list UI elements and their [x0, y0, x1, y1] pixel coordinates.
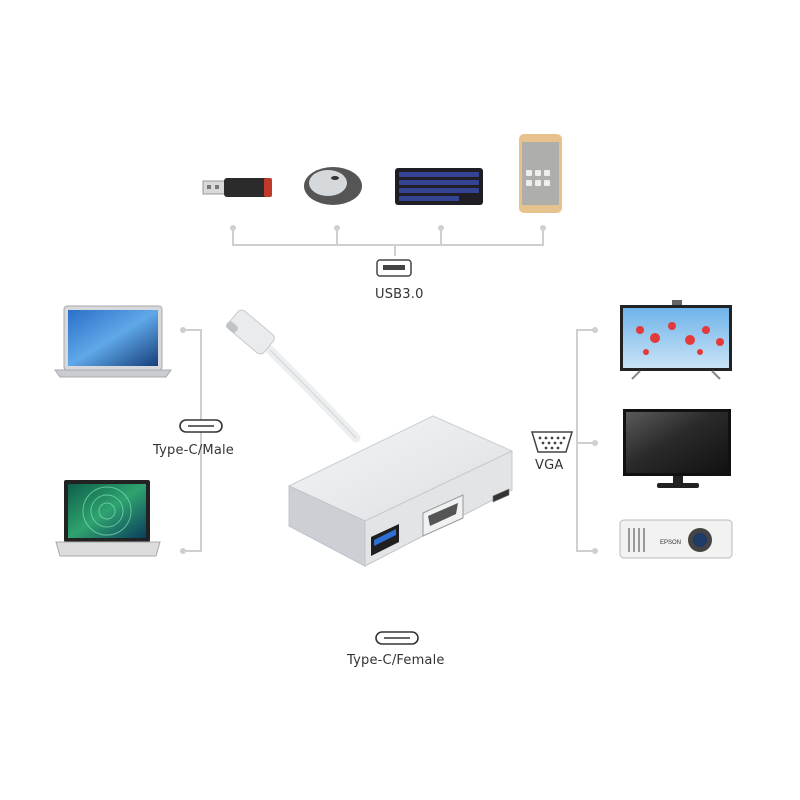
- smartphone-icon: [519, 134, 562, 213]
- typec-female-port-icon: [375, 631, 419, 645]
- typec-female-label: Type-C/Female: [347, 653, 445, 668]
- usb-port-icon: [376, 259, 412, 277]
- adapter-vga-port: [422, 494, 464, 537]
- typec-male-connector-dots: [180, 327, 186, 554]
- vga-label: VGA: [535, 458, 564, 473]
- tv-icon: [620, 300, 732, 380]
- projector-icon: EPSON: [619, 519, 733, 559]
- typec-male-label: Type-C/Male: [153, 443, 234, 458]
- typec-cable: [226, 309, 361, 443]
- vga-connector-dots: [592, 327, 598, 554]
- usb-label: USB3.0: [375, 287, 424, 302]
- vga-port-icon: [530, 431, 574, 453]
- mouse-icon: [304, 167, 362, 205]
- typec-male-connector-lines: [183, 329, 202, 552]
- adapter-body: [287, 415, 514, 567]
- keyboard-icon: [395, 168, 483, 205]
- usb-connector-lines: [232, 228, 544, 256]
- vga-connector-lines: [576, 329, 595, 552]
- projector-brand: EPSON: [660, 540, 681, 546]
- adapter-typec-port: [492, 488, 510, 503]
- laptop-peacock-icon: [55, 480, 161, 557]
- typec-male-port-icon: [179, 419, 223, 433]
- monitor-icon: [623, 409, 731, 488]
- usb-connector-dots: [230, 225, 546, 231]
- adapter-usb-port: [371, 524, 399, 556]
- laptop-macbook-icon: [54, 305, 172, 378]
- usb-flash-drive-icon: [202, 178, 272, 197]
